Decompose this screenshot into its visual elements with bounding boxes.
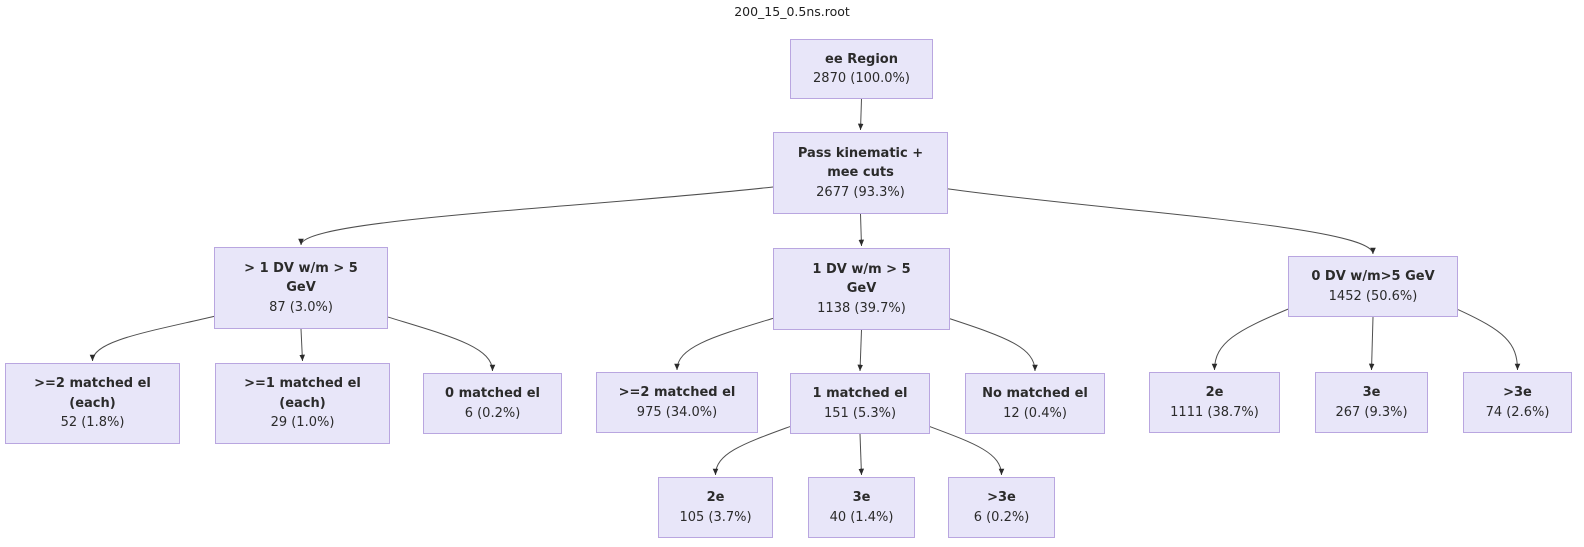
node-value: 267 (9.3%) <box>1335 404 1408 420</box>
edge-one-dv-to-ge2-matched <box>674 317 774 371</box>
edge-gt1-dv-to-ge1-matched-each <box>299 328 306 362</box>
node-two-e-1m: 2e 105 (3.7%) <box>658 477 773 538</box>
node-label: Pass kinematic + mee cuts <box>797 145 924 181</box>
edge-zero-dv-to-gt3-e-0dv <box>1457 309 1521 371</box>
node-value: 1452 (50.6%) <box>1328 288 1418 304</box>
node-three-e-0dv: 3e 267 (9.3%) <box>1315 372 1428 433</box>
edge-one-matched-to-gt3-e-1m <box>929 426 1005 476</box>
node-one-dv: 1 DV w/m > 5 GeV 1138 (39.7%) <box>773 248 950 330</box>
node-label: 1 matched el <box>812 386 908 401</box>
edge-pass-kinematic-to-zero-dv <box>947 188 1376 255</box>
node-label: 2e <box>706 490 725 505</box>
node-label: >3e <box>1503 385 1532 400</box>
node-ge2-matched: >=2 matched el 975 (34.0%) <box>596 372 758 433</box>
node-gt3-e-0dv: >3e 74 (2.6%) <box>1463 372 1572 433</box>
node-label: 0 matched el <box>445 386 540 401</box>
edge-pass-kinematic-to-gt1-dv <box>298 186 774 246</box>
edge-one-matched-to-two-e-1m <box>712 426 791 476</box>
node-ge2-matched-each: >=2 matched el (each) 52 (1.8%) <box>5 363 180 444</box>
node-value: 6 (0.2%) <box>973 509 1030 525</box>
edge-gt1-dv-to-ge2-matched-each <box>89 315 215 362</box>
node-ge1-matched-each: >=1 matched el (each) 29 (1.0%) <box>215 363 390 444</box>
node-label: >3e <box>987 490 1016 505</box>
node-label: 2e <box>1205 385 1224 400</box>
node-label: 3e <box>1362 385 1381 400</box>
edge-zero-dv-to-three-e-0dv <box>1368 316 1375 371</box>
node-value: 105 (3.7%) <box>679 509 752 525</box>
edge-gt1-dv-to-zero-matched <box>387 316 496 372</box>
node-value: 87 (3.0%) <box>269 299 333 315</box>
node-value: 2870 (100.0%) <box>813 71 910 86</box>
node-three-e-1m: 3e 40 (1.4%) <box>808 477 915 538</box>
node-ee-region: ee Region 2870 (100.0%) <box>790 39 933 99</box>
node-zero-matched: 0 matched el 6 (0.2%) <box>423 373 562 434</box>
node-value: 6 (0.2%) <box>464 405 521 421</box>
node-label: 1 DV w/m > 5 GeV <box>812 261 911 297</box>
node-value: 1111 (38.7%) <box>1170 404 1259 420</box>
node-no-matched: No matched el 12 (0.4%) <box>965 373 1105 434</box>
node-value: 29 (1.0%) <box>270 415 335 431</box>
node-value: 40 (1.4%) <box>829 509 894 525</box>
edge-one-dv-to-one-matched <box>857 329 864 372</box>
node-label: >=1 matched el (each) <box>244 376 361 411</box>
node-pass-kinematic: Pass kinematic + mee cuts 2677 (93.3%) <box>773 132 948 214</box>
node-gt3-e-1m: >3e 6 (0.2%) <box>948 477 1055 538</box>
edge-one-dv-to-no-matched <box>949 318 1038 372</box>
node-value: 2677 (93.3%) <box>816 184 905 200</box>
node-label: 3e <box>852 490 871 505</box>
diagram-title: 200_15_0.5ns.root <box>734 4 850 19</box>
node-two-e-0dv: 2e 1111 (38.7%) <box>1149 372 1280 433</box>
node-gt1-dv: > 1 DV w/m > 5 GeV 87 (3.0%) <box>214 247 388 329</box>
node-value: 975 (34.0%) <box>636 404 718 420</box>
node-one-matched: 1 matched el 151 (5.3%) <box>790 373 930 434</box>
edge-zero-dv-to-two-e-0dv <box>1211 308 1289 371</box>
edge-pass-kinematic-to-one-dv <box>858 213 865 247</box>
node-zero-dv: 0 DV w/m>5 GeV 1452 (50.6%) <box>1288 256 1458 317</box>
node-label: 0 DV w/m>5 GeV <box>1311 269 1435 284</box>
edge-ee-region-to-pass-kinematic <box>857 98 864 131</box>
node-label: No matched el <box>982 386 1088 401</box>
node-value: 1138 (39.7%) <box>817 300 906 316</box>
node-label: ee Region <box>825 51 898 67</box>
node-label: > 1 DV w/m > 5 GeV <box>244 260 358 296</box>
node-value: 151 (5.3%) <box>823 405 897 421</box>
edge-one-matched-to-three-e-1m <box>858 433 865 476</box>
node-label: >=2 matched el <box>618 385 736 400</box>
node-value: 74 (2.6%) <box>1485 404 1550 420</box>
node-value: 52 (1.8%) <box>60 415 125 431</box>
node-label: >=2 matched el (each) <box>34 376 151 411</box>
node-value: 12 (0.4%) <box>1003 405 1067 421</box>
